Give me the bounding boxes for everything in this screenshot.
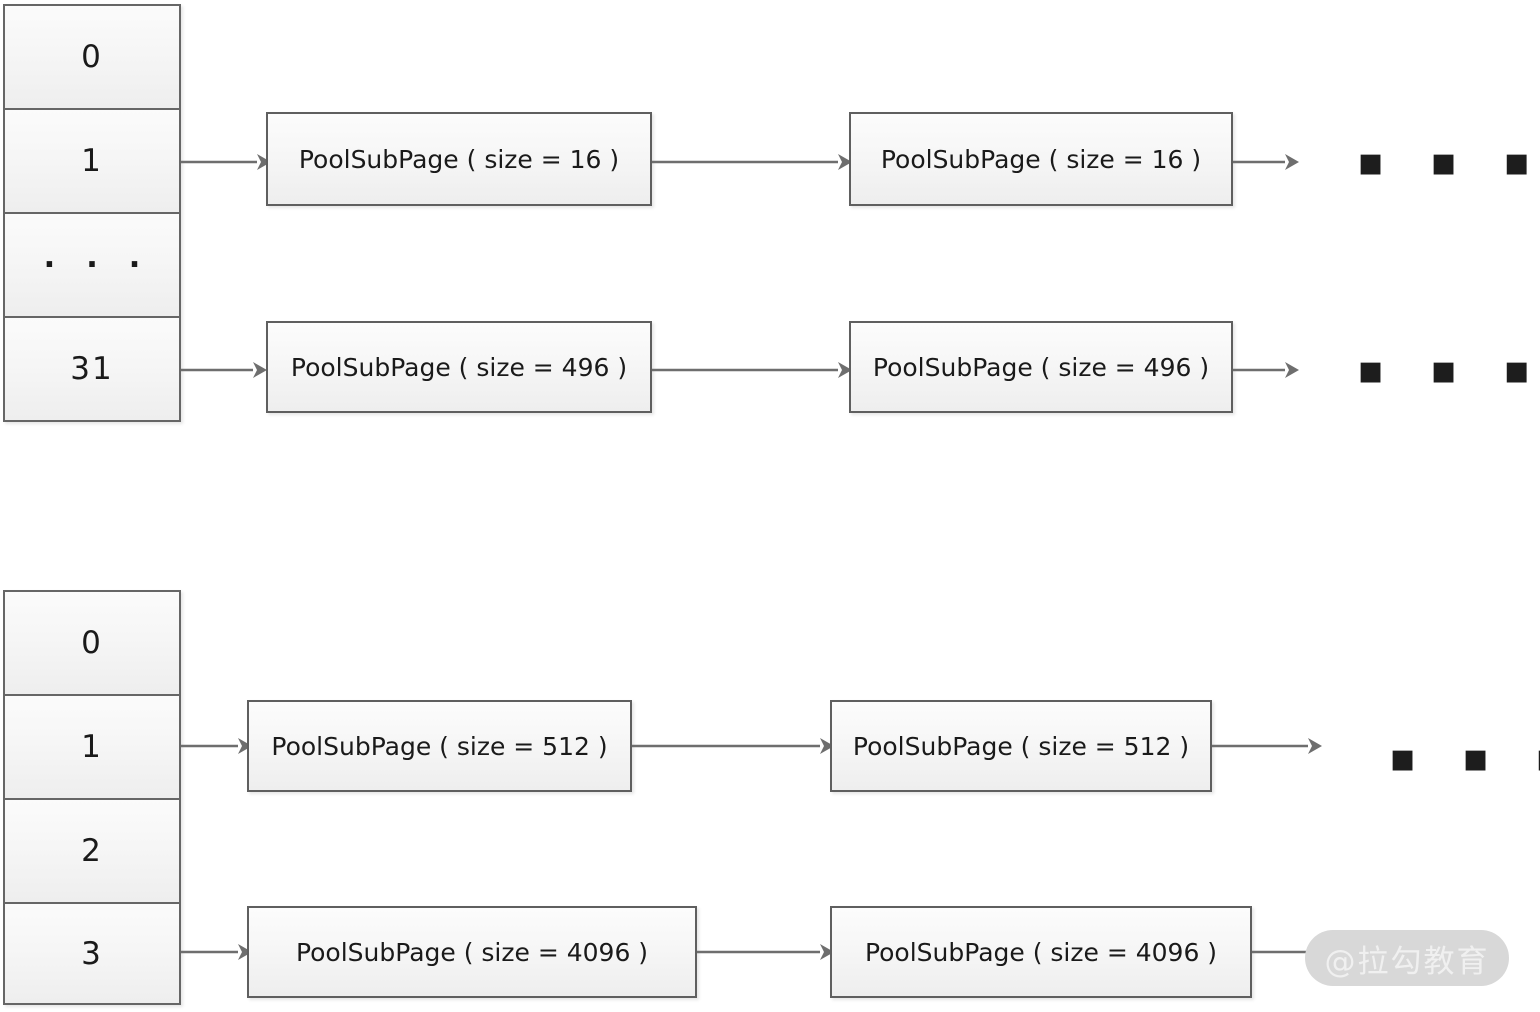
index-cell-0[interactable]: 0 bbox=[5, 592, 179, 696]
tail-ellipsis-tiny-496: ▪ ▪ ▪ bbox=[1357, 347, 1540, 393]
node-label: PoolSubPage ( size = 512 ) bbox=[852, 731, 1190, 761]
watermark-text: @拉勾教育 bbox=[1324, 943, 1490, 980]
connector-small-512-b-to-tail bbox=[1212, 728, 1322, 764]
node-tiny-16-b[interactable]: PoolSubPage ( size = 16 ) bbox=[849, 112, 1233, 206]
index-cell-2[interactable]: 2 bbox=[5, 800, 179, 904]
index-table-tiny: 0 1 · · · 31 bbox=[3, 4, 181, 422]
tail-ellipsis-tiny-16: ▪ ▪ ▪ bbox=[1357, 139, 1540, 185]
connector-tiny-496-a-to-b bbox=[652, 352, 852, 388]
node-label: PoolSubPage ( size = 4096 ) bbox=[295, 937, 649, 967]
connector-tiny-index1-to-node1 bbox=[181, 144, 271, 180]
tail-ellipsis-small-512: ▪ ▪ ▪ bbox=[1389, 735, 1540, 781]
connector-tiny-index31-to-node1 bbox=[181, 352, 267, 388]
node-tiny-496-a[interactable]: PoolSubPage ( size = 496 ) bbox=[266, 321, 652, 413]
node-label: PoolSubPage ( size = 496 ) bbox=[872, 352, 1210, 382]
index-cell-31[interactable]: 31 bbox=[5, 318, 179, 420]
index-cell-1[interactable]: 1 bbox=[5, 110, 179, 214]
node-small-4096-b[interactable]: PoolSubPage ( size = 4096 ) bbox=[830, 906, 1252, 998]
connector-small-index1-to-node1 bbox=[181, 728, 252, 764]
index-table-small: 0 1 2 3 bbox=[3, 590, 181, 1005]
node-label: PoolSubPage ( size = 512 ) bbox=[271, 731, 608, 761]
node-small-512-a[interactable]: PoolSubPage ( size = 512 ) bbox=[247, 700, 632, 792]
connector-tiny-16-b-to-tail bbox=[1233, 144, 1299, 180]
connector-small-index3-to-node1 bbox=[181, 934, 252, 970]
node-label: PoolSubPage ( size = 16 ) bbox=[298, 144, 620, 174]
node-small-4096-a[interactable]: PoolSubPage ( size = 4096 ) bbox=[247, 906, 697, 998]
node-tiny-496-b[interactable]: PoolSubPage ( size = 496 ) bbox=[849, 321, 1233, 413]
node-small-512-b[interactable]: PoolSubPage ( size = 512 ) bbox=[830, 700, 1212, 792]
connector-tiny-496-b-to-tail bbox=[1233, 352, 1299, 388]
index-cell-1[interactable]: 1 bbox=[5, 696, 179, 800]
node-label: PoolSubPage ( size = 16 ) bbox=[880, 144, 1202, 174]
connector-tiny-16-a-to-b bbox=[652, 144, 852, 180]
node-label: PoolSubPage ( size = 4096 ) bbox=[864, 937, 1218, 967]
watermark-badge: @拉勾教育 bbox=[1305, 930, 1509, 986]
connector-small-512-a-to-b bbox=[632, 728, 834, 764]
node-tiny-16-a[interactable]: PoolSubPage ( size = 16 ) bbox=[266, 112, 652, 206]
index-cell-0[interactable]: 0 bbox=[5, 6, 179, 110]
node-label: PoolSubPage ( size = 496 ) bbox=[290, 352, 628, 382]
index-cell-ellipsis: · · · bbox=[5, 214, 179, 318]
connector-small-4096-a-to-b bbox=[697, 934, 834, 970]
index-cell-3[interactable]: 3 bbox=[5, 904, 179, 1003]
